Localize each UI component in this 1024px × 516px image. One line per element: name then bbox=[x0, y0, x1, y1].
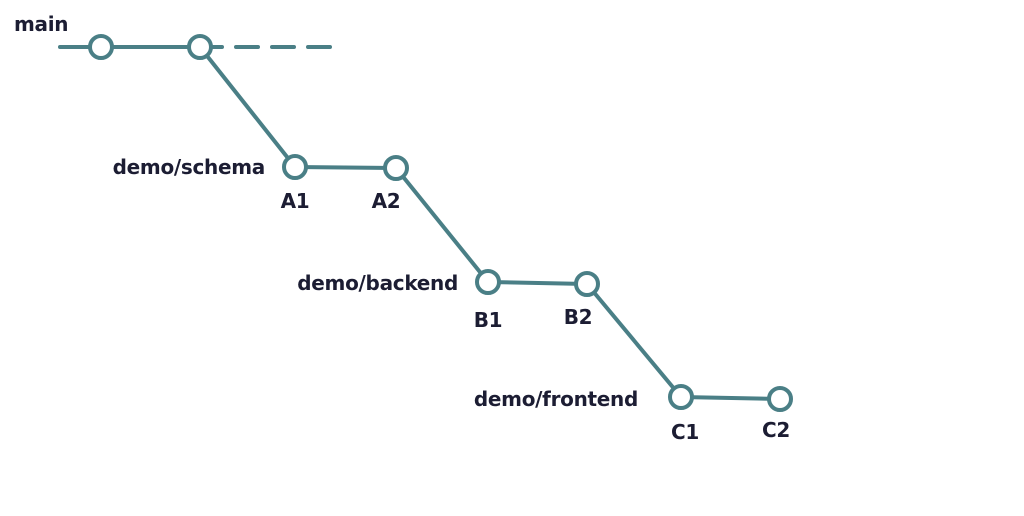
frontend-branch-off-edge bbox=[585, 282, 683, 399]
commit-label-c1: C1 bbox=[671, 420, 699, 444]
main-commit-1-node bbox=[88, 34, 114, 60]
commit-c1-node bbox=[668, 384, 694, 410]
main-commit-2-node bbox=[187, 34, 213, 60]
backend-branch-line bbox=[486, 280, 589, 286]
branch-label-demo-schema: demo/schema bbox=[113, 155, 265, 179]
commit-b1-node bbox=[475, 269, 501, 295]
schema-branch-off-edge bbox=[198, 45, 297, 169]
commit-label-b1: B1 bbox=[474, 308, 503, 332]
commit-c2-node bbox=[767, 386, 793, 412]
commit-a2-node bbox=[383, 155, 409, 181]
branch-label-main: main bbox=[14, 12, 68, 36]
commit-a1-node bbox=[282, 154, 308, 180]
commit-b2-node bbox=[574, 271, 600, 297]
commit-label-a1: A1 bbox=[281, 189, 310, 213]
branch-label-demo-backend: demo/backend bbox=[297, 271, 458, 295]
branch-label-demo-frontend: demo/frontend bbox=[474, 387, 638, 411]
commit-label-a2: A2 bbox=[372, 189, 401, 213]
commit-label-b2: B2 bbox=[564, 305, 593, 329]
schema-branch-line bbox=[293, 165, 398, 170]
frontend-branch-line bbox=[679, 395, 782, 401]
backend-branch-off-edge bbox=[394, 166, 490, 284]
commit-label-c2: C2 bbox=[762, 418, 790, 442]
